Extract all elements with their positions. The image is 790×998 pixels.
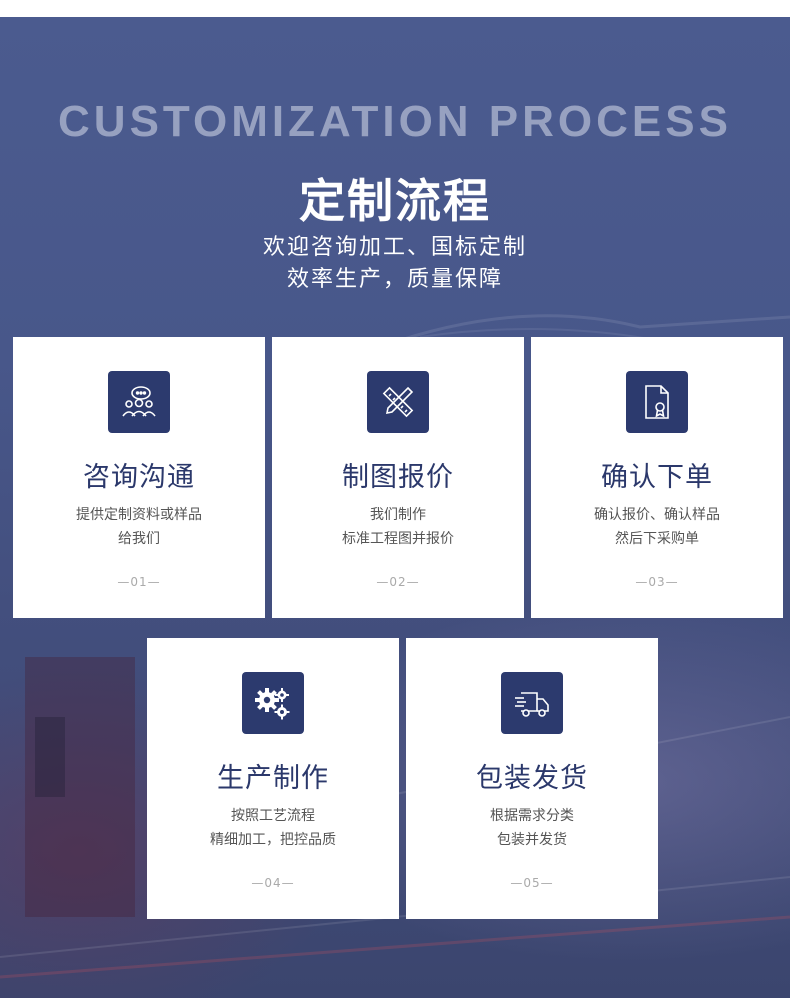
step-description-line-2: 包装并发货 — [497, 832, 567, 848]
step-description-line-1: 确认报价、确认样品 — [594, 507, 720, 523]
step-number: —05— — [510, 876, 554, 890]
step-description-line-2: 然后下采购单 — [615, 531, 699, 547]
process-banner: CUSTOMIZATION PROCESS 定制流程 欢迎咨询加工、国标定制 效… — [0, 17, 790, 998]
step-card-drawing-quote: 制图报价 我们制作 标准工程图并报价 —02— — [272, 337, 524, 618]
step-title: 生产制作 — [217, 763, 329, 794]
step-card-shipping: 包装发货 根据需求分类 包装并发货 —05— — [406, 638, 658, 919]
consult-chat-icon — [122, 386, 156, 417]
page-title: 定制流程 — [299, 174, 491, 228]
step-description-line-1: 按照工艺流程 — [231, 808, 315, 824]
design-tools-icon — [382, 386, 414, 418]
step-number: —02— — [376, 575, 420, 589]
step-number: —04— — [251, 876, 295, 890]
step-description-line-1: 提供定制资料或样品 — [76, 507, 202, 523]
step-card-confirm-order: 确认下单 确认报价、确认样品 然后下采购单 —03— — [531, 337, 783, 618]
delivery-truck-icon — [515, 692, 549, 717]
step-description-line-2: 给我们 — [118, 531, 160, 547]
background-road-graphic — [0, 314, 790, 979]
step-title: 包装发货 — [476, 763, 588, 794]
subtitle-line-1: 欢迎咨询加工、国标定制 — [262, 235, 527, 260]
step-title: 确认下单 — [601, 462, 713, 493]
step-number: —03— — [635, 575, 679, 589]
icon-box — [242, 672, 304, 734]
icon-box — [501, 672, 563, 734]
step-description-line-1: 我们制作 — [370, 507, 426, 523]
step-card-consult: 咨询沟通 提供定制资料或样品 给我们 —01— — [13, 337, 265, 618]
step-number: —01— — [117, 575, 161, 589]
icon-box — [108, 371, 170, 433]
step-card-production: 生产制作 按照工艺流程 精细加工，把控品质 —04— — [147, 638, 399, 919]
step-title: 制图报价 — [342, 462, 454, 493]
subtitle-line-2: 效率生产，质量保障 — [286, 267, 503, 292]
english-heading: CUSTOMIZATION PROCESS — [58, 97, 732, 146]
step-title: 咨询沟通 — [83, 462, 195, 493]
step-description-line-1: 根据需求分类 — [490, 808, 574, 824]
icon-box — [626, 371, 688, 433]
gears-icon — [255, 688, 290, 720]
step-description-line-2: 标准工程图并报价 — [342, 531, 454, 547]
icon-box — [367, 371, 429, 433]
certificate-document-icon — [645, 385, 669, 419]
step-description-line-2: 精细加工，把控品质 — [210, 832, 336, 848]
